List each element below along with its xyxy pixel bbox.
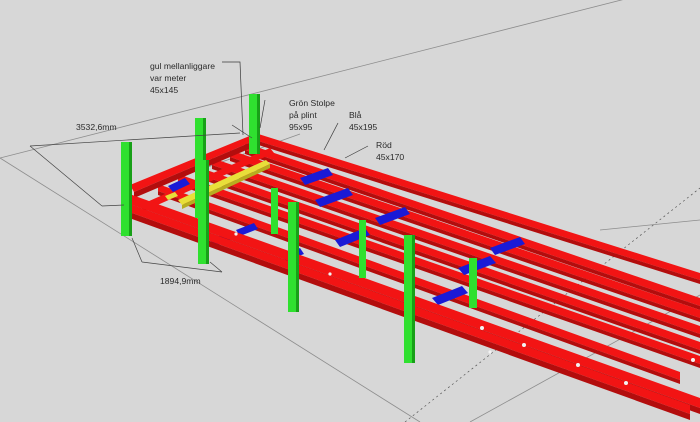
svg-text:45x170: 45x170 xyxy=(376,152,404,162)
red-beam xyxy=(252,132,700,280)
label-red-beam: Röd 45x170 xyxy=(376,140,404,162)
red-beam xyxy=(245,143,700,306)
red-beam xyxy=(130,135,256,192)
svg-text:95x95: 95x95 xyxy=(289,122,313,132)
green-post xyxy=(288,202,299,312)
green-post xyxy=(404,235,415,363)
svg-text:på plint: på plint xyxy=(289,110,317,120)
blue-beam xyxy=(300,168,333,185)
red-beam xyxy=(252,139,700,284)
blue-beam xyxy=(432,286,468,305)
bolt-marks xyxy=(234,232,695,385)
yellow-beam xyxy=(165,192,178,200)
blue-beam xyxy=(236,223,258,236)
red-beam xyxy=(195,173,700,354)
svg-text:45x145: 45x145 xyxy=(150,85,178,95)
blue-beam xyxy=(168,178,190,192)
green-post xyxy=(271,188,278,234)
green-post xyxy=(469,258,477,308)
green-post xyxy=(359,220,366,278)
blue-beam xyxy=(490,237,525,255)
green-post xyxy=(121,142,132,236)
label-blue-beam: Blå 45x195 xyxy=(349,110,377,132)
label-yellow-beam: gul mellanliggare var meter 45x145 xyxy=(150,61,215,95)
blue-beam xyxy=(315,188,353,207)
svg-text:Grön Stolpe: Grön Stolpe xyxy=(289,98,335,108)
red-beam xyxy=(178,181,700,368)
red-beam xyxy=(230,157,700,322)
red-beam xyxy=(212,158,700,334)
red-beam xyxy=(212,165,700,338)
red-beam xyxy=(178,174,700,364)
svg-text:var meter: var meter xyxy=(150,73,186,83)
leader-lines xyxy=(222,61,369,159)
red-beam xyxy=(245,150,700,310)
svg-text:45x195: 45x195 xyxy=(349,122,377,132)
svg-text:Röd: Röd xyxy=(376,140,392,150)
dimension-spacing-label: 1894,9mm xyxy=(160,276,201,286)
red-beam xyxy=(195,166,700,350)
dimension-lines xyxy=(29,124,253,273)
green-post xyxy=(198,160,209,264)
blue-beam xyxy=(375,207,410,225)
svg-text:gul mellanliggare: gul mellanliggare xyxy=(150,61,215,71)
svg-text:Blå: Blå xyxy=(349,110,362,120)
green-post xyxy=(249,94,260,154)
dimension-width-label: 3532,6mm xyxy=(76,122,117,132)
post-group xyxy=(121,94,477,363)
label-green-post: Grön Stolpe på plint 95x95 xyxy=(289,98,335,132)
